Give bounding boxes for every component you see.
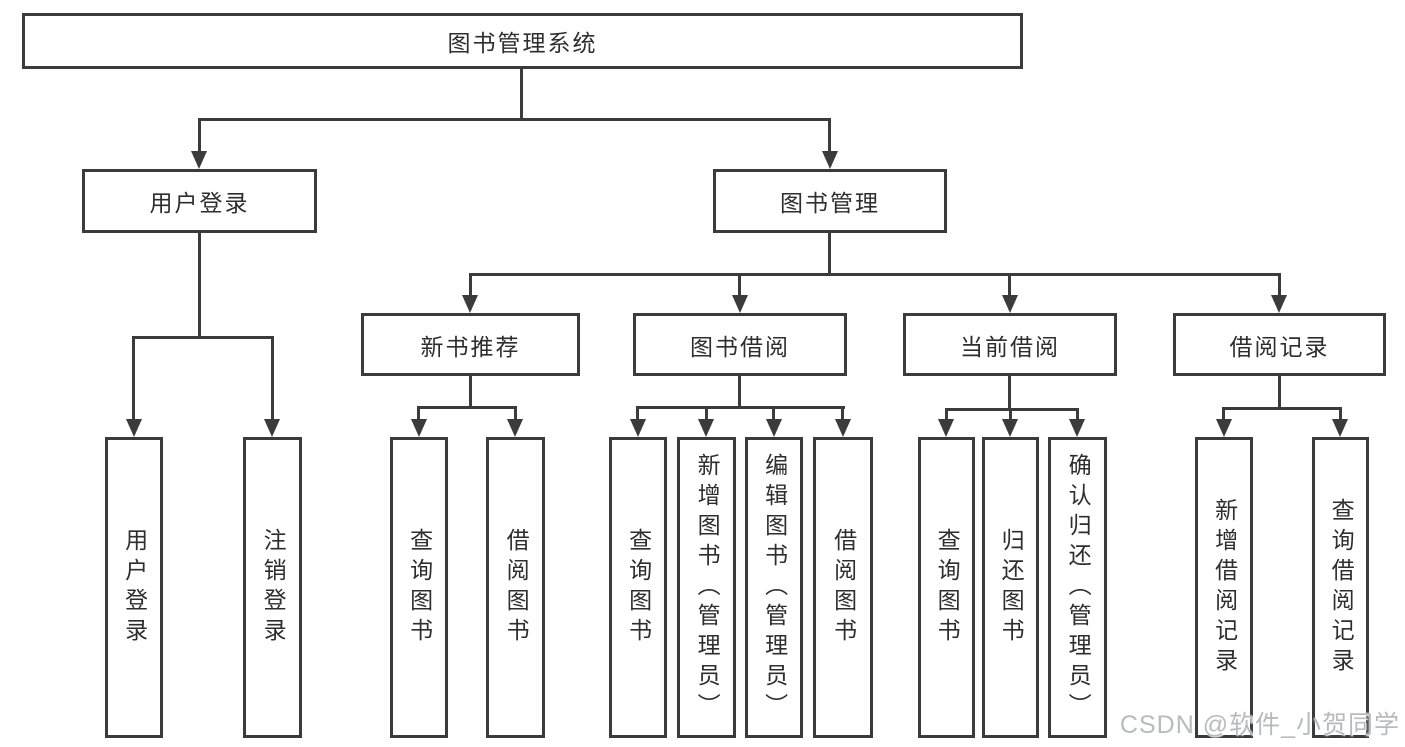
connector-book-mgmt-rail bbox=[469, 273, 1281, 276]
node-current-borrowing: 当前借阅 bbox=[903, 313, 1117, 376]
connector-stub bbox=[1008, 273, 1011, 297]
node-label: 编辑图书（管理员） bbox=[761, 452, 788, 723]
node-system-root: 图书管理系统 bbox=[22, 13, 1023, 69]
connector-borrowing-rail bbox=[636, 406, 845, 409]
leaf-logout: 注销登录 bbox=[243, 437, 302, 738]
connector-stub bbox=[636, 406, 639, 421]
arrowhead-down-icon bbox=[1271, 295, 1287, 313]
connector-root-trunk bbox=[520, 69, 523, 118]
connector-stub bbox=[469, 273, 472, 297]
leaf-edit-books-admin: 编辑图书（管理员） bbox=[745, 437, 803, 738]
connector-stub bbox=[738, 273, 741, 297]
node-label: 查询图书 bbox=[934, 527, 961, 648]
leaf-user-login: 用户登录 bbox=[105, 437, 163, 738]
connector-stub bbox=[945, 408, 948, 421]
node-label: 用户登录 bbox=[149, 190, 250, 216]
arrowhead-down-icon bbox=[264, 419, 280, 437]
connector-stub bbox=[772, 406, 775, 421]
arrowhead-down-icon bbox=[822, 151, 838, 169]
arrowhead-down-icon bbox=[411, 419, 427, 437]
connector-stub bbox=[1009, 408, 1012, 421]
node-label: 图书管理系统 bbox=[447, 30, 598, 56]
arrowhead-down-icon bbox=[1002, 295, 1018, 313]
connector-stub bbox=[1339, 407, 1342, 421]
arrowhead-down-icon bbox=[507, 419, 523, 437]
node-borrowing-records: 借阅记录 bbox=[1173, 313, 1386, 376]
arrowhead-down-icon bbox=[462, 295, 478, 313]
leaf-query-books-current: 查询图书 bbox=[918, 437, 975, 738]
node-user-login: 用户登录 bbox=[82, 169, 317, 233]
leaf-borrow-books-borrowing: 借阅图书 bbox=[813, 437, 873, 738]
node-book-management: 图书管理 bbox=[713, 169, 947, 233]
connector-records-rail bbox=[1222, 407, 1342, 410]
node-label: 新增借阅记录 bbox=[1211, 497, 1238, 678]
connector-stub bbox=[705, 406, 708, 421]
connector-stub bbox=[417, 406, 420, 421]
connector-stub bbox=[828, 118, 831, 154]
leaf-borrow-books-recommend: 借阅图书 bbox=[486, 437, 545, 738]
connector-recommend-trunk bbox=[469, 376, 472, 409]
connector-stub bbox=[198, 118, 201, 154]
connector-root-rail bbox=[198, 118, 831, 121]
connector-stub bbox=[1222, 407, 1225, 421]
arrowhead-down-icon bbox=[1332, 419, 1348, 437]
node-new-book-recommend: 新书推荐 bbox=[361, 313, 580, 376]
connector-stub bbox=[1076, 408, 1079, 421]
node-label: 用户登录 bbox=[121, 527, 148, 648]
connector-current-trunk bbox=[1008, 376, 1011, 411]
connector-user-login-rail bbox=[132, 336, 274, 339]
connector-stub bbox=[132, 336, 135, 420]
arrowhead-down-icon bbox=[698, 419, 714, 437]
arrowhead-down-icon bbox=[630, 419, 646, 437]
arrowhead-down-icon bbox=[191, 151, 207, 169]
arrowhead-down-icon bbox=[835, 419, 851, 437]
node-label: 归还图书 bbox=[998, 527, 1025, 648]
node-label: 借阅图书 bbox=[830, 527, 857, 648]
connector-current-rail bbox=[945, 408, 1079, 411]
leaf-query-books-recommend: 查询图书 bbox=[390, 437, 448, 738]
connector-stub bbox=[841, 406, 844, 421]
connector-borrowing-trunk bbox=[738, 376, 741, 409]
connector-stub bbox=[1278, 273, 1281, 297]
node-label: 借阅记录 bbox=[1229, 333, 1330, 360]
connector-stub bbox=[514, 406, 517, 421]
node-label: 查询借阅记录 bbox=[1328, 497, 1355, 678]
leaf-query-books-borrowing: 查询图书 bbox=[609, 437, 667, 738]
leaf-confirm-return-admin: 确认归还（管理员） bbox=[1048, 437, 1107, 738]
connector-stub bbox=[271, 336, 274, 420]
node-label: 新书推荐 bbox=[420, 333, 521, 360]
arrowhead-down-icon bbox=[732, 295, 748, 313]
node-label: 新增图书（管理员） bbox=[694, 452, 721, 723]
node-label: 图书借阅 bbox=[690, 333, 790, 360]
arrowhead-down-icon bbox=[766, 419, 782, 437]
leaf-add-borrow-record: 新增借阅记录 bbox=[1195, 437, 1253, 738]
leaf-return-books: 归还图书 bbox=[982, 437, 1039, 738]
arrowhead-down-icon bbox=[938, 419, 954, 437]
node-label: 当前借阅 bbox=[960, 333, 1060, 360]
connector-user-login-trunk bbox=[198, 233, 201, 336]
connector-records-trunk bbox=[1278, 376, 1281, 410]
node-label: 查询图书 bbox=[406, 527, 433, 648]
node-label: 图书管理 bbox=[780, 190, 880, 216]
node-label: 借阅图书 bbox=[503, 527, 530, 648]
leaf-add-books-admin: 新增图书（管理员） bbox=[677, 437, 736, 738]
connector-book-mgmt-trunk bbox=[828, 233, 831, 276]
arrowhead-down-icon bbox=[1069, 419, 1085, 437]
csdn-watermark: CSDN @软件_小贺同学 bbox=[1119, 711, 1400, 739]
node-label: 确认归还（管理员） bbox=[1065, 452, 1092, 723]
leaf-query-borrow-record: 查询借阅记录 bbox=[1312, 437, 1369, 738]
node-book-borrowing: 图书借阅 bbox=[633, 313, 847, 376]
connector-recommend-rail bbox=[417, 406, 517, 409]
arrowhead-down-icon bbox=[1216, 419, 1232, 437]
arrowhead-down-icon bbox=[126, 419, 142, 437]
arrowhead-down-icon bbox=[1002, 419, 1018, 437]
node-label: 注销登录 bbox=[260, 527, 287, 648]
node-label: 查询图书 bbox=[625, 527, 652, 648]
